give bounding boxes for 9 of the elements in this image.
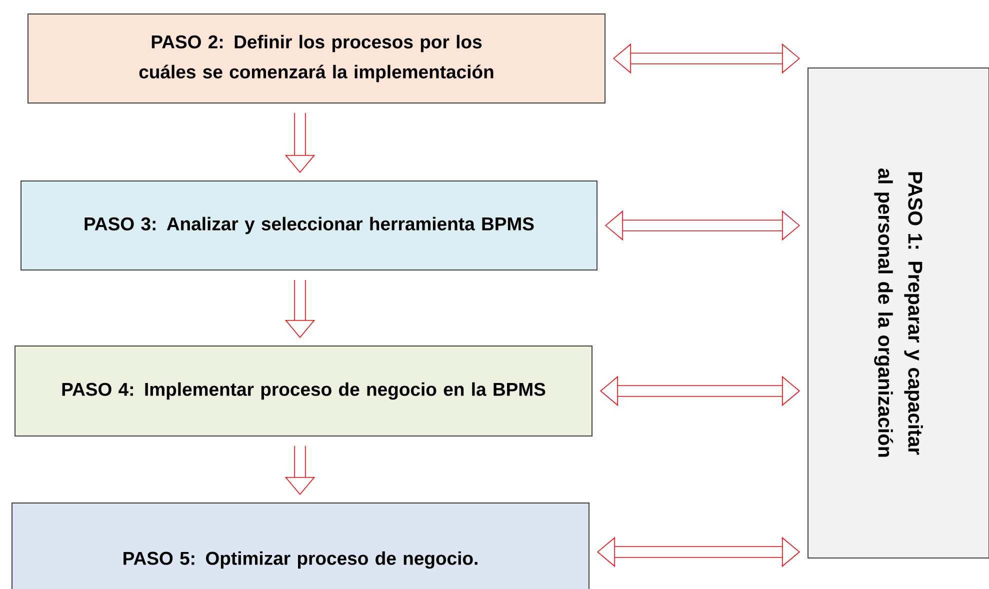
- step-box: PASO 3: Analizar y seleccionar herramienta BPMS: [20, 180, 598, 270]
- step-box: PASO 2: Definir los procesos por los cuáles se comenzará la implementación: [28, 14, 606, 104]
- block-arrow: [605, 210, 800, 241]
- rotated-step-box: PASO 1: Preparar y capacitar al personal de la organización: [808, 68, 989, 558]
- block-arrow: [597, 536, 800, 568]
- block-arrow: [613, 43, 800, 74]
- step-box: PASO 4: Implementar proceso de negocio en la BPMS: [14, 346, 592, 436]
- block-arrow: [600, 376, 800, 406]
- step-box: PASO 5: Optimizar proceso de negocio.: [12, 502, 590, 589]
